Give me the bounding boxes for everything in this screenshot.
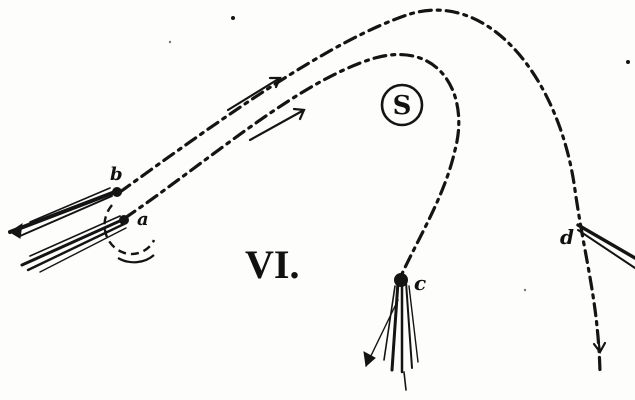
- sun-circle: [380, 83, 424, 127]
- nucleus-b: [112, 187, 122, 197]
- label-b: b: [110, 164, 123, 185]
- left-tails: [8, 187, 127, 273]
- tail-c: [363, 280, 419, 391]
- tail-d: [576, 223, 635, 269]
- label-a: a: [137, 209, 149, 230]
- arrow-upper: [226, 76, 282, 112]
- speck-4: [523, 288, 527, 292]
- arrow-right-down: [592, 328, 607, 355]
- direction-arrows: [226, 76, 607, 355]
- curved-arrow-lower: [117, 254, 155, 264]
- label-d: d: [560, 225, 574, 249]
- inner-path: [123, 52, 461, 280]
- speck-2: [626, 60, 630, 64]
- outer-path: [118, 8, 602, 374]
- nucleus-a: [119, 215, 129, 225]
- sun-label: S: [393, 91, 412, 121]
- arrow-lower: [248, 107, 306, 142]
- speck-1: [231, 16, 235, 20]
- speck-3: [168, 40, 172, 44]
- label-c: c: [414, 271, 426, 295]
- figure-label: VI.: [245, 242, 299, 287]
- curved-arrow-around-c: [103, 204, 156, 256]
